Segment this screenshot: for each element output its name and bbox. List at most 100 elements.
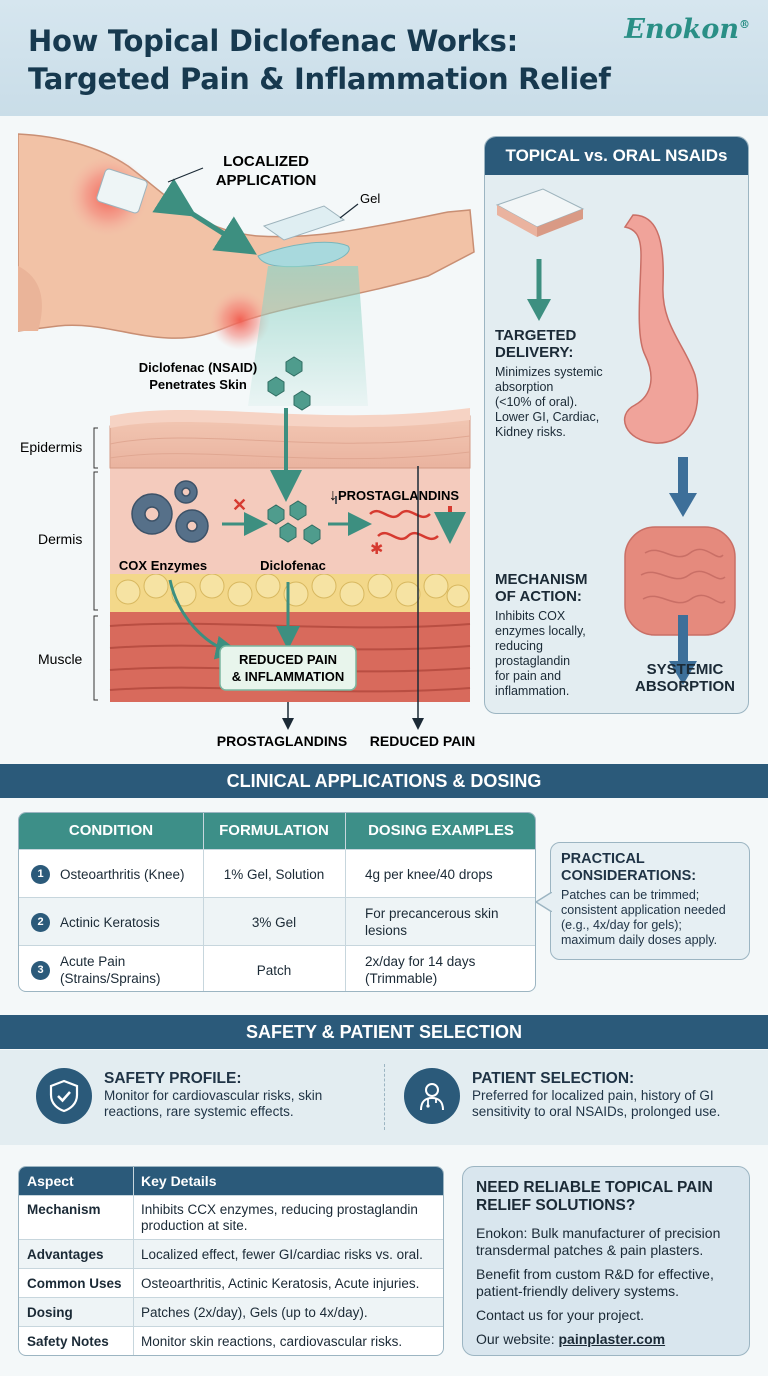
registered-mark: ® — [739, 18, 750, 31]
penetrates-label-1: Diclofenac (NSAID) — [139, 360, 257, 375]
column-divider — [133, 1167, 134, 1355]
stomach-shape — [623, 214, 699, 444]
header-key-details: Key Details — [141, 1173, 217, 1189]
dosing-cell: 2x/day for 14 days (Trimmable) — [365, 954, 476, 986]
formulation-cell: 1% Gel, Solution — [223, 866, 325, 882]
targeted-text-line: absorption — [495, 380, 554, 394]
doctor-icon — [404, 1068, 460, 1124]
title-line-2: Targeted Pain & Inflammation Relief — [28, 62, 611, 96]
aspect-table: Aspect Key Details Mechanism Inhibits CC… — [18, 1166, 444, 1356]
aspect-key: Dosing — [27, 1305, 73, 1320]
aspect-key: Mechanism — [27, 1202, 101, 1217]
gel-label: Gel — [360, 191, 380, 206]
targeted-heading-line-1: TARGETED — [495, 327, 577, 344]
clinical-table-header: CONDITION FORMULATION DOSING EXAMPLES — [19, 813, 535, 849]
cta-box: NEED RELIABLE TOPICAL PAIN RELIEF SOLUTI… — [462, 1166, 750, 1356]
dermis-label: Dermis — [38, 531, 82, 547]
safety-profile-heading: SAFETY PROFILE: — [104, 1070, 242, 1087]
localized-label-2: APPLICATION — [216, 172, 317, 189]
aspect-value: Osteoarthritis, Actinic Keratosis, Acute… — [141, 1276, 420, 1291]
header-dosing: DOSING EXAMPLES — [368, 822, 514, 839]
condition-cell: 2 Actinic Keratosis — [31, 898, 203, 946]
header-banner — [0, 0, 768, 116]
table-row: Dosing Patches (2x/day), Gels (up to 4x/… — [19, 1297, 443, 1326]
cox-enzymes-gears — [131, 480, 209, 543]
table-row: Safety Notes Monitor skin reactions, car… — [19, 1326, 443, 1355]
row-number: 2 — [31, 912, 50, 932]
mechanism-text-line: for pain and — [495, 669, 562, 683]
muscle-label: Muscle — [38, 651, 83, 667]
patient-selection-block: PATIENT SELECTION: Preferred for localiz… — [472, 1070, 752, 1120]
formulation-cell: Patch — [256, 962, 292, 978]
brand-name: Enokon — [624, 14, 739, 45]
safety-profile-text: Monitor for cardiovascular risks, skin r… — [104, 1088, 323, 1119]
formulation-cell: 3% Gel — [251, 914, 297, 930]
cta-text-1: Enokon: Bulk manufacturer of precision t… — [476, 1225, 721, 1258]
targeted-text-line: (<10% of oral). — [495, 395, 578, 409]
aspect-value: Monitor skin reactions, cardiovascular r… — [141, 1334, 403, 1349]
mechanism-heading-line-1: MECHANISM — [495, 571, 588, 588]
aspect-table-header: Aspect Key Details — [19, 1167, 443, 1195]
table-row: Advantages Localized effect, fewer GI/ca… — [19, 1239, 443, 1268]
targeted-text-line: Lower GI, Cardiac, — [495, 410, 600, 424]
patch-on-shoulder — [96, 168, 148, 214]
header-aspect: Aspect — [27, 1173, 74, 1189]
cox-enzymes-label: COX Enzymes — [119, 558, 207, 573]
aspect-key: Safety Notes — [27, 1334, 109, 1349]
header-condition: CONDITION — [68, 822, 154, 839]
mechanism-heading: MECHANISM OF ACTION: — [495, 571, 588, 605]
cta-text-3: Contact us for your project. — [476, 1307, 645, 1323]
targeted-text-line: Minimizes systemic — [495, 365, 603, 379]
down-arrow-glyph: ↓ — [329, 487, 337, 504]
diclofenac-label: Diclofenac — [260, 558, 326, 573]
aspect-key: Common Uses — [27, 1276, 122, 1291]
penetrates-label-2: Penetrates Skin — [149, 377, 247, 392]
targeted-text-line: Kidney risks. — [495, 425, 566, 439]
reduced-pain-box — [219, 645, 357, 691]
condition-text: Osteoarthritis (Knee) — [60, 866, 185, 882]
bottom-reduced-label: REDUCED PAIN & INFLAMMATION — [370, 733, 478, 749]
bottom-prostaglandins-label: PROSTAGLANDINS — [217, 733, 347, 749]
column-divider — [203, 813, 204, 991]
reduced-box-line-2: & INFLAMMATION — [232, 669, 344, 684]
topical-vs-oral-title: TOPICAL vs. ORAL NSAIDs — [485, 137, 748, 175]
patient-selection-text: Preferred for localized pain, history of… — [472, 1088, 721, 1119]
targeted-delivery-heading: TARGETED DELIVERY: — [495, 327, 576, 361]
brand-logo[interactable]: Enokon® — [624, 14, 750, 45]
callout-pointer — [536, 892, 552, 912]
svg-text:✕: ✕ — [232, 495, 247, 515]
mechanism-text-line: inflammation. — [495, 684, 570, 698]
safety-profile-block: SAFETY PROFILE: Monitor for cardiovascul… — [104, 1070, 374, 1120]
epidermis-label: Epidermis — [20, 439, 82, 455]
prostaglandins-dermis-label: PROSTAGLANDINS — [338, 488, 459, 503]
mechanism-heading-line-2: OF ACTION: — [495, 588, 582, 605]
practical-heading: PRACTICAL CONSIDERATIONS: — [561, 851, 697, 884]
practical-text: Patches can be trimmed; consistent appli… — [561, 888, 726, 947]
reduced-box-line-1: REDUCED PAIN — [239, 652, 337, 667]
website-link[interactable]: painplaster.com — [558, 1331, 666, 1347]
svg-text:✱: ✱ — [370, 541, 383, 558]
dosing-cell: For precancerous skin lesions — [365, 906, 499, 938]
row-number: 3 — [31, 960, 50, 980]
aspect-value: Patches (2x/day), Gels (up to 4x/day). — [141, 1305, 368, 1320]
patient-selection-heading: PATIENT SELECTION: — [472, 1070, 635, 1087]
column-divider — [345, 813, 346, 991]
aspect-value: Localized effect, fewer GI/cardiac risks… — [141, 1247, 423, 1262]
aspect-value: Inhibits CCX enzymes, reducing prostagla… — [141, 1202, 418, 1233]
mechanism-text-line: prostaglandin — [495, 654, 571, 668]
condition-text: Actinic Keratosis — [60, 914, 160, 930]
cta-heading: NEED RELIABLE TOPICAL PAIN RELIEF SOLUTI… — [476, 1179, 713, 1214]
table-row: Mechanism Inhibits CCX enzymes, reducing… — [19, 1195, 443, 1239]
shield-check-icon — [36, 1068, 92, 1124]
diclofenac-mechanism-illustration: LOCALIZED APPLICATION Gel Diclofenac (NS… — [18, 133, 478, 749]
systemic-absorption-label: SYSTEMIC ABSORPTION — [625, 661, 745, 695]
title-line-1: How Topical Diclofenac Works: — [28, 24, 518, 58]
mechanism-text-line: Inhibits COX — [495, 609, 566, 623]
table-row: Common Uses Osteoarthritis, Actinic Kera… — [19, 1268, 443, 1297]
mechanism-text-line: enzymes locally, — [495, 624, 586, 638]
cta-website-line: Our website: painplaster.com — [476, 1331, 736, 1348]
digestive-tract-illustration — [495, 188, 736, 685]
header-formulation: FORMULATION — [219, 822, 329, 839]
